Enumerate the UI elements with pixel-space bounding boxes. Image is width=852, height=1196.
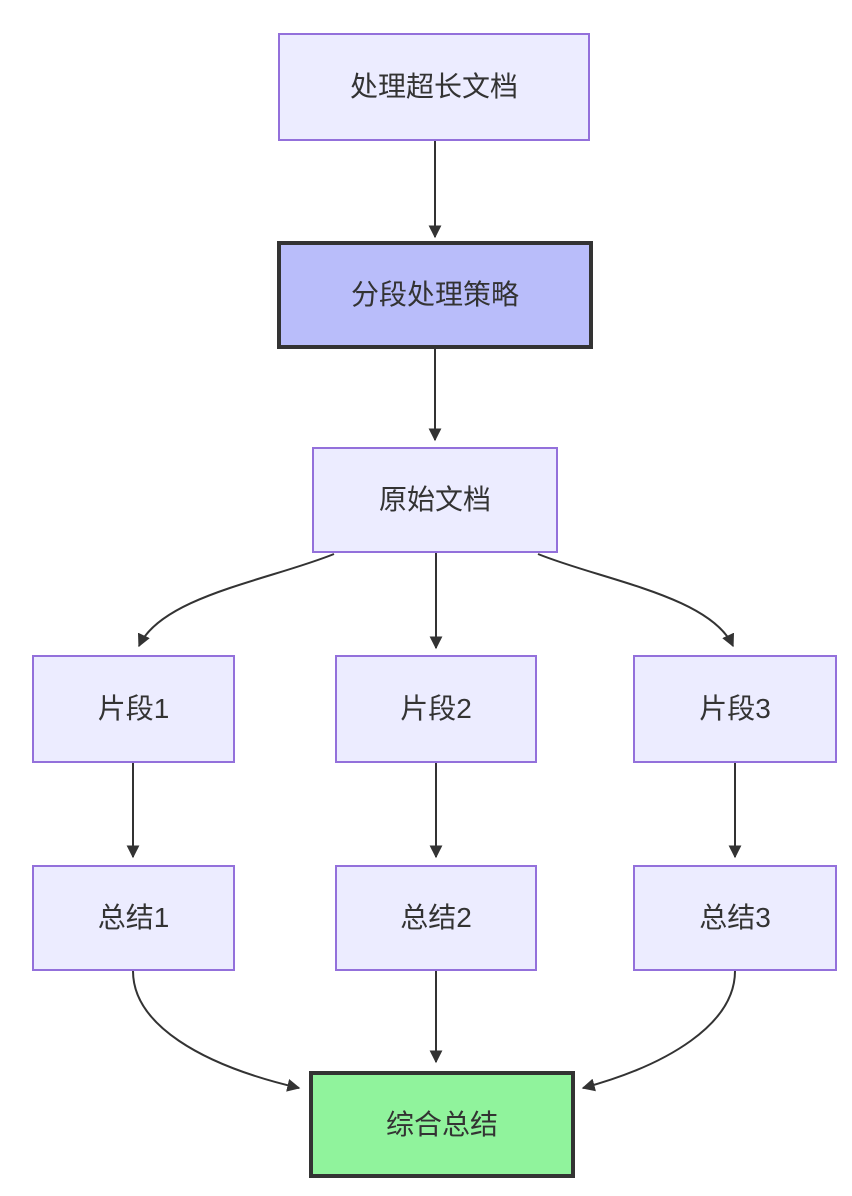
edge-G-J (132, 970, 301, 1092)
edge-C-F (537, 553, 734, 648)
node-summary-3: 总结3 (633, 865, 837, 971)
node-final-summary: 综合总结 (309, 1071, 575, 1178)
edge-I-J (581, 970, 736, 1092)
node-summary-1: 总结1 (32, 865, 235, 971)
node-fragment-3: 片段3 (633, 655, 837, 763)
node-fragment-1: 片段1 (32, 655, 235, 763)
node-original-document: 原始文档 (312, 447, 558, 553)
node-segmentation-strategy: 分段处理策略 (277, 241, 593, 349)
node-process-long-document: 处理超长文档 (278, 33, 590, 141)
edge-C-D (138, 553, 335, 648)
node-summary-2: 总结2 (335, 865, 537, 971)
node-fragment-2: 片段2 (335, 655, 537, 763)
